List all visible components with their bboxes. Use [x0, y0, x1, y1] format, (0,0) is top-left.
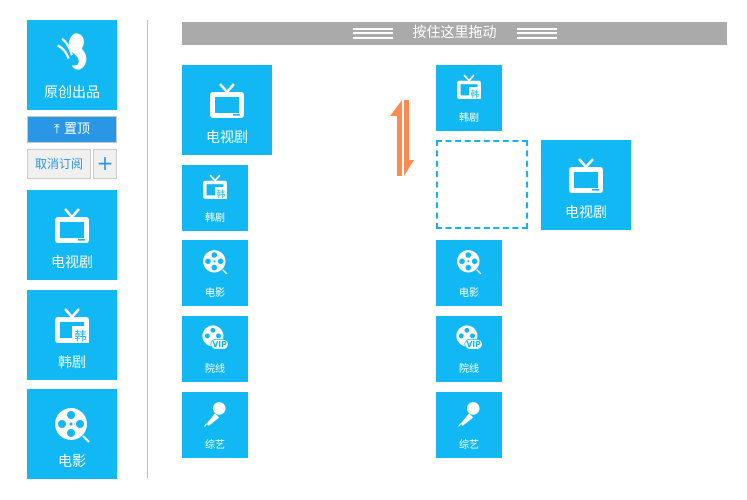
tile-label: 院线 [205, 364, 225, 375]
korean-tv-icon [455, 73, 483, 101]
tv-icon [566, 156, 606, 196]
tile-label: 电视剧 [565, 205, 607, 221]
tile-korean[interactable]: 韩剧 [436, 65, 502, 131]
tile-cinema[interactable]: 院线 [182, 316, 248, 382]
tile-label: 电影 [205, 288, 225, 299]
original-content-tile[interactable]: 原创出品 [27, 20, 117, 110]
microphone-icon [455, 400, 483, 428]
drop-placeholder[interactable] [436, 140, 528, 229]
sidebar-tile-movie[interactable]: 电影 [27, 389, 117, 479]
tile-label: 综艺 [205, 440, 225, 451]
tile-label: 原创出品 [44, 85, 100, 101]
tv-icon [52, 206, 92, 246]
vip-film-icon [201, 324, 229, 352]
tile-movie[interactable]: 电影 [182, 240, 248, 306]
pin-label: 置顶 [63, 122, 90, 137]
tile-cinema[interactable]: 院线 [436, 316, 502, 382]
tile-label: 综艺 [459, 440, 479, 451]
tile-tv[interactable]: 电视剧 [182, 65, 272, 155]
arrow-up-to-top-icon: ⤒ [54, 122, 60, 137]
drag-handle-bar[interactable]: 按住这里拖动 [182, 22, 727, 45]
tv-icon [207, 81, 247, 121]
tile-korean[interactable]: 韩剧 [182, 165, 248, 231]
tile-label: 电影 [58, 454, 86, 470]
film-reel-icon [201, 248, 229, 276]
tile-label: 院线 [459, 364, 479, 375]
grip-lines-icon [516, 27, 557, 39]
grip-lines-icon [352, 27, 393, 39]
dragging-tile-tv[interactable]: 电视剧 [541, 140, 631, 230]
tile-movie[interactable]: 电影 [436, 240, 502, 306]
sidebar-tile-korean[interactable]: 韩剧 [27, 290, 117, 380]
tile-label: 韩剧 [58, 355, 86, 371]
add-button[interactable]: + [93, 149, 117, 179]
tile-variety[interactable]: 综艺 [182, 392, 248, 458]
butterfly-logo-icon [51, 28, 95, 76]
sidebar-tile-tv[interactable]: 电视剧 [27, 190, 117, 280]
pin-to-top-button[interactable]: ⤒ 置顶 [27, 116, 117, 143]
swap-arrows-icon [390, 100, 414, 176]
drag-handle-label: 按住这里拖动 [412, 25, 497, 41]
microphone-icon [201, 400, 229, 428]
tile-variety[interactable]: 综艺 [436, 392, 502, 458]
korean-tv-icon [201, 173, 229, 201]
unsubscribe-button[interactable]: 取消订阅 [27, 149, 91, 179]
tile-label: 电视剧 [51, 255, 93, 271]
film-reel-icon [455, 248, 483, 276]
film-reel-icon [52, 405, 92, 445]
divider [147, 20, 148, 478]
korean-tv-icon [52, 306, 92, 346]
tile-label: 电影 [459, 288, 479, 299]
tile-label: 韩剧 [459, 113, 479, 124]
vip-film-icon [455, 324, 483, 352]
tile-label: 电视剧 [206, 130, 248, 146]
tile-label: 韩剧 [205, 213, 225, 224]
